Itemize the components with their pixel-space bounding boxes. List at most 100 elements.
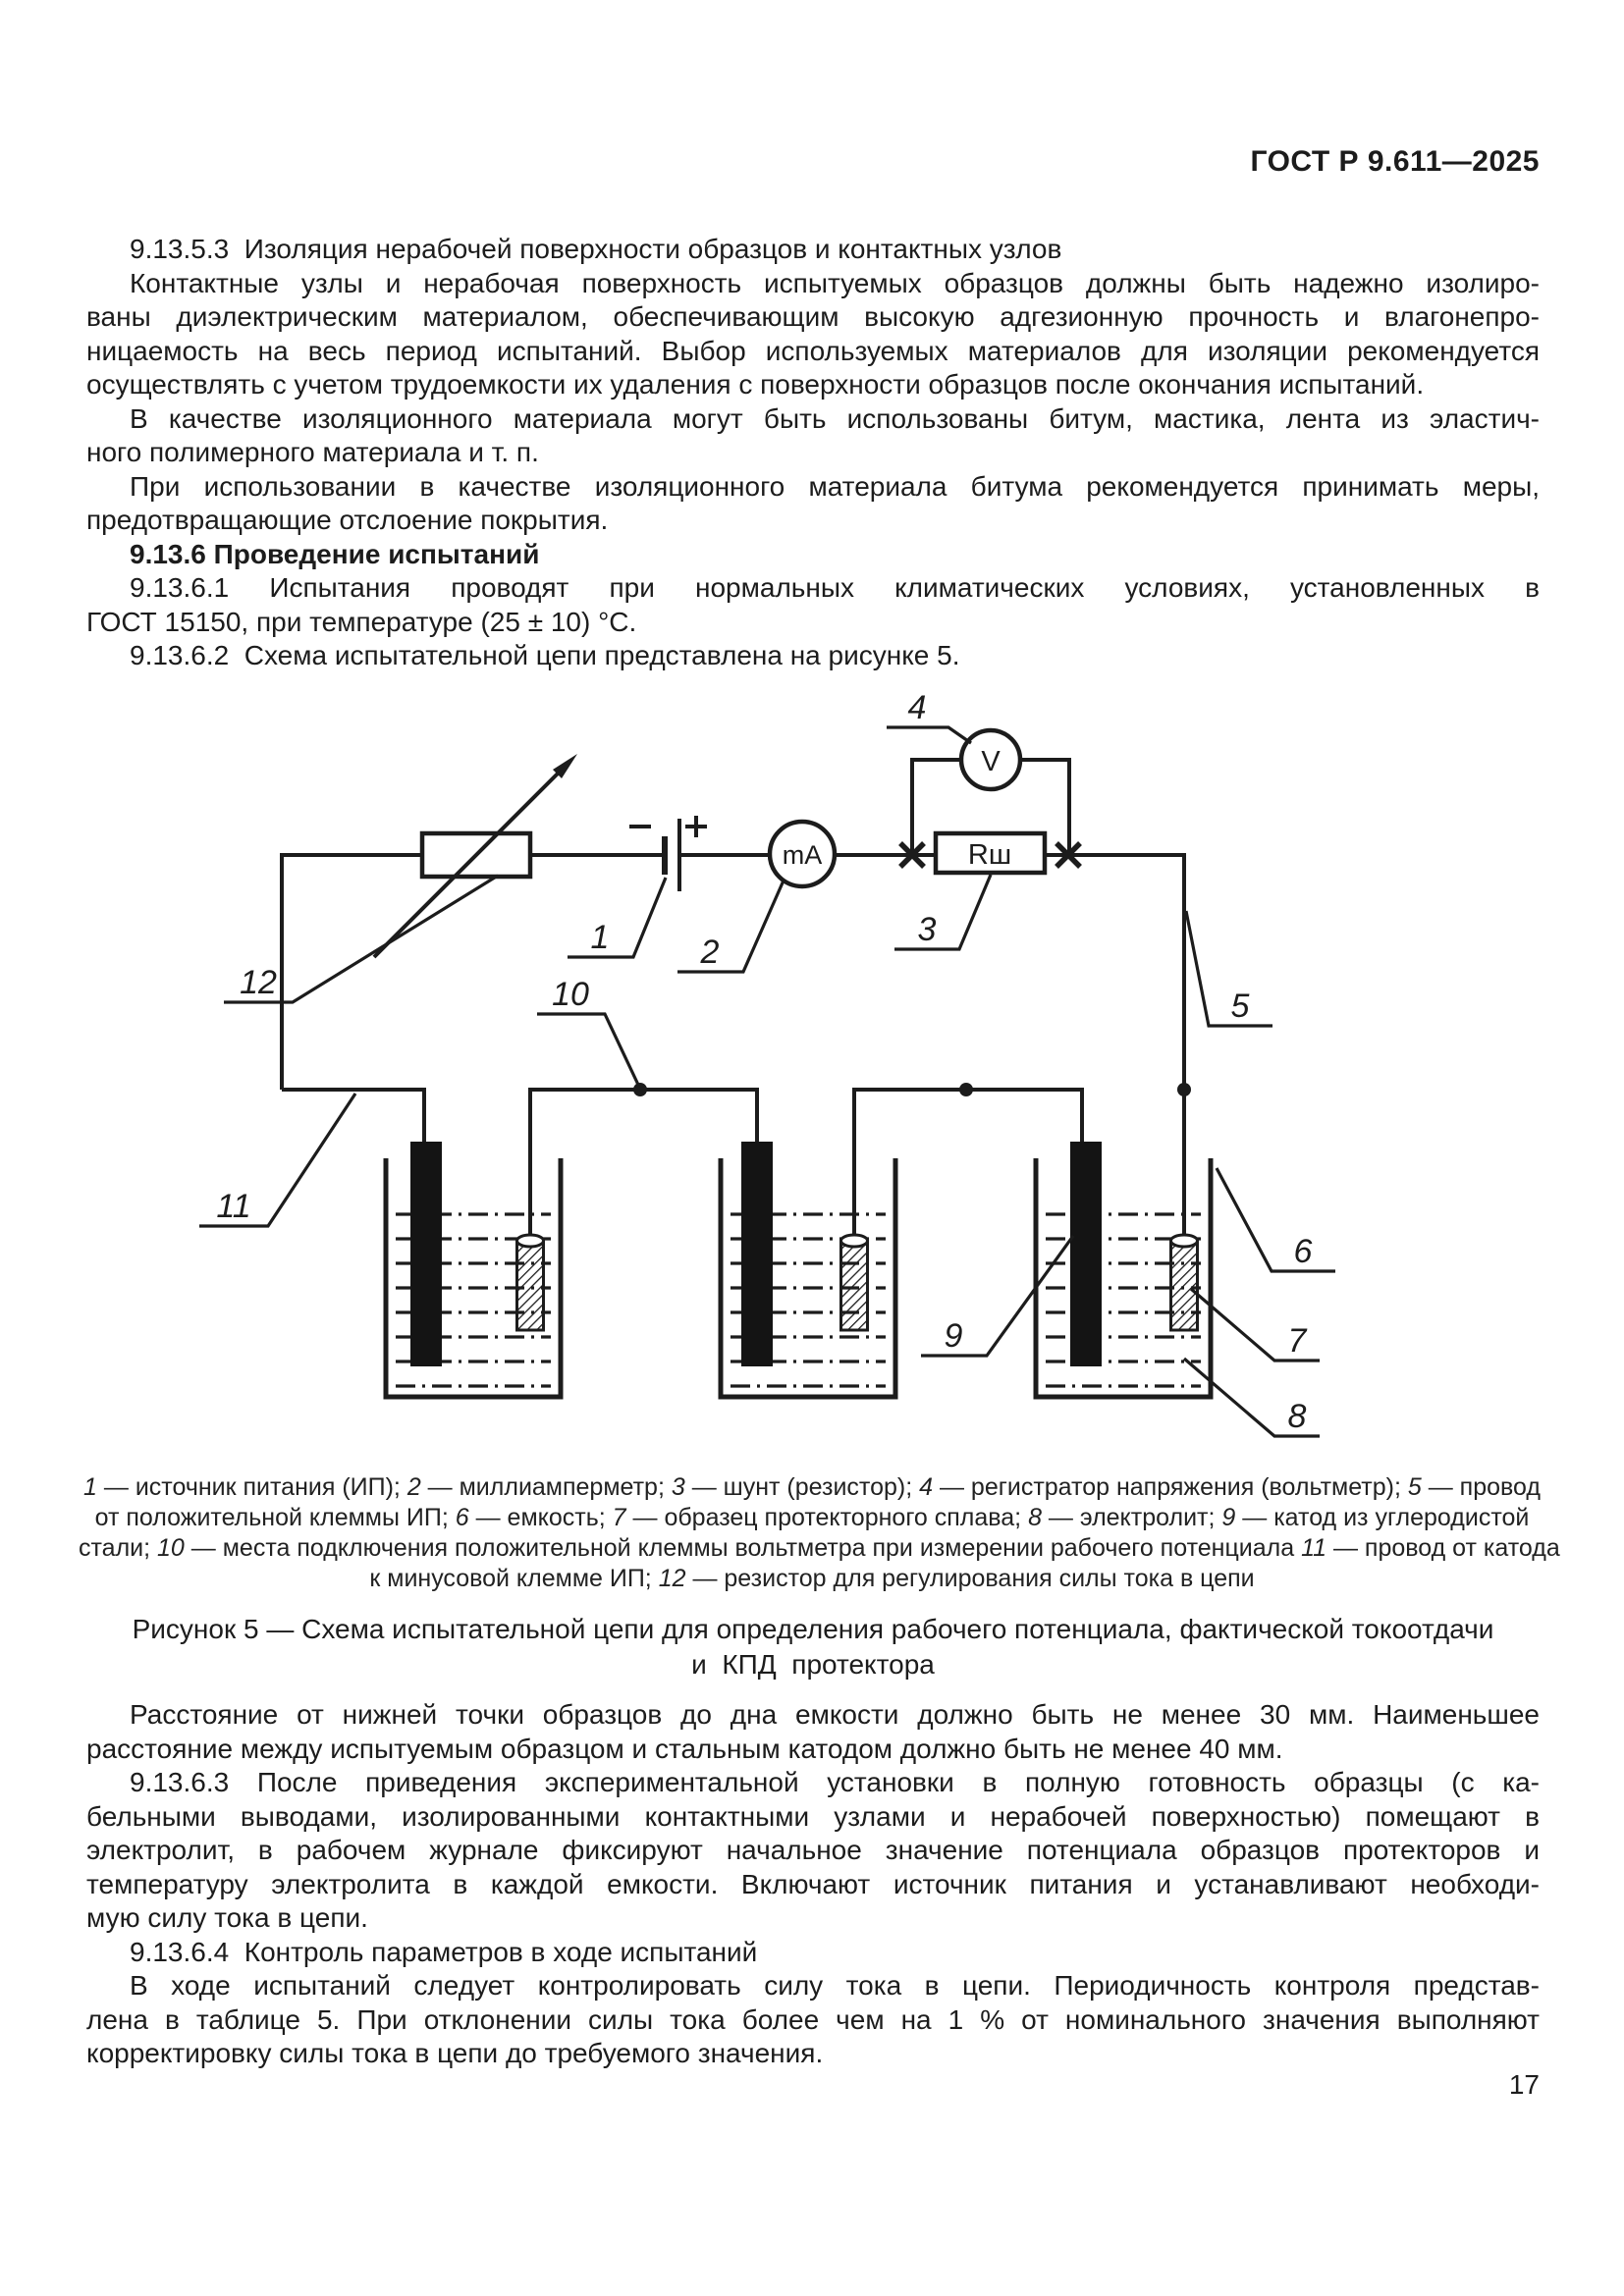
paragraph-line: корректировку силы тока в цепи до требуе…	[86, 2038, 824, 2068]
paragraph-line: электролит, в рабочем журнале фиксируют …	[86, 1835, 1540, 1865]
shunt-resistor-symbol: Rш	[933, 830, 1048, 876]
callout-3: 3	[918, 911, 937, 948]
paragraph-line: 9.13.6 Проведение испытаний	[130, 538, 540, 569]
paragraph-line: 9.13.6.4 Контроль параметров в ходе испы…	[130, 1936, 758, 1967]
paragraph-line: Расстояние от нижней точки образцов до д…	[130, 1699, 1540, 1730]
leader-11	[199, 1093, 357, 1228]
milliammeter-label: mA	[783, 840, 823, 870]
page-number: 17	[1508, 2069, 1540, 2100]
standard-header: ГОСТ Р 9.611—2025	[1250, 145, 1540, 178]
leader-4	[887, 725, 972, 745]
body-text-bottom: Расстояние от нижней точки образцов до д…	[86, 1698, 1540, 2071]
paragraph-line: 9.13.6.3 После приведения эксперименталь…	[130, 1767, 1540, 1797]
shunt-label: Rш	[968, 839, 1011, 871]
caption-line: стали; 10 — места подключения положитель…	[79, 1534, 1560, 1562]
callout-numbers: 4 12 1 2 3 10 5 11 9 6 7 8	[216, 689, 1312, 1435]
clamp-x-left	[898, 841, 926, 869]
clamp-x-right	[1055, 841, 1082, 869]
callout-1: 1	[591, 919, 610, 956]
cathode-2	[741, 1142, 773, 1366]
caption-line: от положительной клеммы ИП; 6 — емкость;…	[94, 1504, 1530, 1531]
paragraph-line: 9.13.6.1 Испытания проводят при нормальн…	[130, 572, 1540, 603]
test-cells	[383, 1142, 1214, 1400]
leader-12	[224, 874, 499, 1004]
figure-title-line: и КПД протектора	[691, 1649, 935, 1680]
protector-2	[839, 1233, 869, 1332]
protector-samples	[515, 1233, 1199, 1332]
test-circuit-schematic: mA Rш V	[199, 689, 1335, 1438]
callout-11: 11	[216, 1188, 250, 1225]
cell-3-container	[1033, 1158, 1214, 1400]
figure-title-line: Рисунок 5 — Схема испытательной цепи для…	[132, 1614, 1494, 1644]
leader-6	[1215, 1167, 1335, 1273]
paragraph-line: лена в таблице 5. При отклонении силы то…	[86, 2003, 1540, 2035]
paragraph-line: Контактные узлы и нерабочая поверхность …	[130, 267, 1540, 298]
callout-4: 4	[908, 689, 927, 726]
figure-title: Рисунок 5 — Схема испытательной цепи для…	[86, 1612, 1540, 1682]
wire-positive-terminal	[679, 853, 1186, 1241]
protector-3	[1169, 1233, 1199, 1332]
cell-1-container	[383, 1158, 564, 1400]
cathode-1	[410, 1142, 442, 1366]
paragraph-line: предотвращающие отслоение покрытия.	[86, 505, 609, 535]
callout-8: 8	[1288, 1398, 1307, 1435]
callout-7: 7	[1288, 1322, 1308, 1360]
paragraph-line: При использовании в качестве изоляционно…	[130, 470, 1540, 502]
leader-3	[894, 874, 993, 951]
cathode-3	[1070, 1142, 1102, 1366]
leader-7	[1189, 1287, 1320, 1362]
paragraph-line: 9.13.5.3 Изоляция нерабочей поверхности …	[130, 234, 1062, 264]
body-text-top: 9.13.5.3 Изоляция нерабочей поверхности …	[86, 233, 1540, 673]
leader-2	[677, 880, 785, 974]
callout-5: 5	[1231, 988, 1250, 1025]
bus-segment-1	[282, 1088, 426, 1142]
junction-dot-2	[959, 1083, 973, 1096]
paragraph-line: бельными выводами, изолированными контак…	[86, 1800, 1540, 1832]
voltmeter-label: V	[981, 746, 1001, 777]
paragraph-line: температуру электролита в каждой емкости…	[86, 1868, 1540, 1899]
voltmeter-connection-dots	[633, 1083, 1191, 1096]
callout-2: 2	[700, 934, 720, 971]
paragraph-line: ницаемость на весь период испытаний. Выб…	[86, 335, 1540, 366]
clamp-x-marks	[898, 841, 1082, 869]
rheostat-symbol	[372, 754, 577, 959]
caption-line: к минусовой клемме ИП; 12 — резистор для…	[369, 1565, 1255, 1592]
electrolyte-lines	[396, 1212, 1201, 1388]
circuit-wires	[280, 758, 1186, 1241]
cell-2-container	[718, 1158, 898, 1400]
figure-caption: 1 — источник питания (ИП); 2 — миллиампе…	[79, 1472, 1560, 1594]
callout-12: 12	[240, 964, 277, 1001]
callout-leaders	[199, 725, 1335, 1438]
caption-line: 1 — источник питания (ИП); 2 — миллиампе…	[83, 1473, 1541, 1501]
paragraph-line: В ходе испытаний следует контролировать …	[130, 1970, 1540, 2001]
leader-9	[921, 1235, 1075, 1358]
junction-dot-1	[633, 1083, 647, 1096]
milliammeter-symbol: mA	[767, 819, 838, 889]
figure-5-diagram: mA Rш V	[93, 667, 1448, 1448]
rheostat-arrowhead	[553, 754, 577, 778]
paragraph-line: ГОСТ 15150, при температуре (25 ± 10) °С…	[86, 606, 637, 637]
junction-dot-3	[1177, 1083, 1191, 1096]
leader-10	[537, 1012, 640, 1086]
callout-9: 9	[945, 1317, 963, 1355]
paragraph-line: ваны диэлектрическим материалом, обеспеч…	[86, 301, 1540, 332]
protector-1	[515, 1233, 545, 1332]
leader-5	[1184, 910, 1272, 1028]
callout-6: 6	[1294, 1233, 1313, 1270]
callout-10: 10	[552, 976, 589, 1013]
battery-symbol	[629, 816, 707, 891]
steel-cathodes	[410, 1142, 1102, 1366]
paragraph-line: ного полимерного материала и т. п.	[86, 437, 539, 467]
plus-sign	[685, 816, 707, 837]
bus-segment-3	[852, 1088, 1084, 1241]
wire-cathode-to-source	[280, 853, 664, 1090]
paragraph-line: 9.13.6.2 Схема испытательной цепи предст…	[130, 640, 960, 670]
paragraph-line: расстояние между испытуемым образцом и с…	[86, 1733, 1283, 1764]
paragraph-line: осуществлять с учетом трудоемкости их уд…	[86, 369, 1425, 400]
leader-1	[568, 877, 668, 959]
paragraph-line: мую силу тока в цепи.	[86, 1902, 368, 1933]
paragraph-line: В качестве изоляционного материала могут…	[130, 402, 1540, 434]
leader-8	[1182, 1357, 1320, 1438]
rheostat-arrow	[372, 762, 569, 959]
